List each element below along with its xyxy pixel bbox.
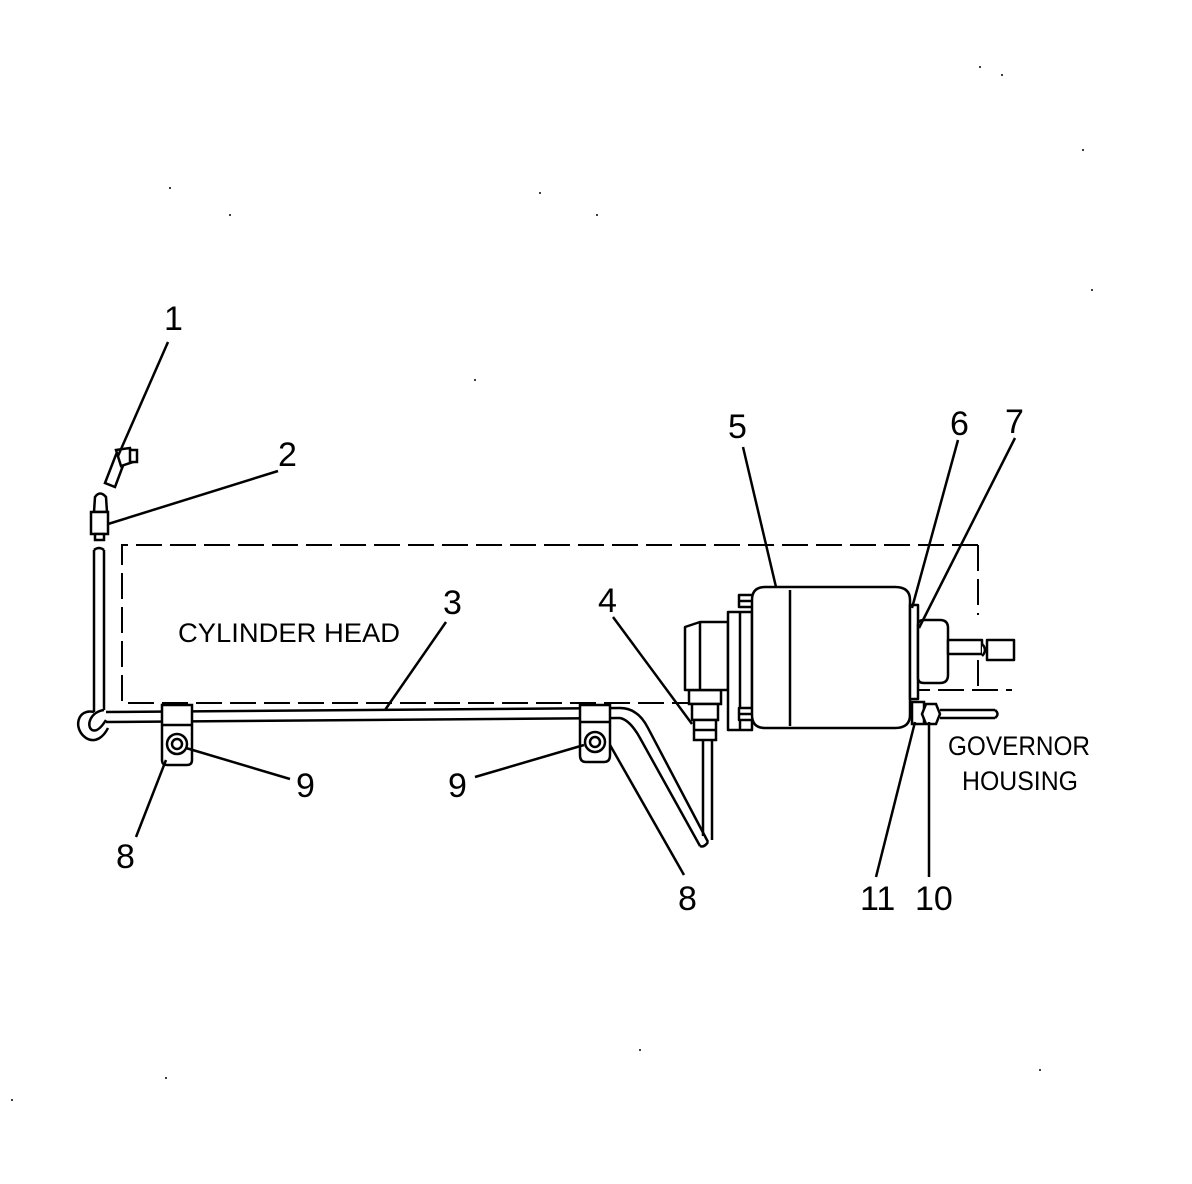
callout-1: 1	[164, 300, 183, 338]
leader-lines	[107, 341, 1017, 878]
callout-8a: 8	[116, 838, 135, 876]
leader-3	[383, 621, 448, 711]
leader-8a	[134, 759, 168, 838]
governor-housing-label-line2: HOUSING	[962, 766, 1078, 796]
callout-5: 5	[728, 408, 747, 446]
bolt-left	[165, 732, 189, 756]
callout-4: 4	[598, 582, 617, 620]
leader-7	[917, 437, 1017, 629]
solenoid-assembly	[683, 585, 1016, 732]
bolt-right	[583, 730, 607, 754]
callout-8b: 8	[678, 880, 697, 918]
tube-clip-right	[578, 703, 612, 764]
callout-10: 10	[915, 880, 953, 918]
callout-7: 7	[1005, 403, 1024, 441]
scan-specks	[11, 66, 1093, 1101]
callout-2: 2	[278, 436, 297, 474]
callout-3: 3	[443, 584, 462, 622]
leader-5	[741, 446, 778, 588]
leader-4	[611, 616, 694, 725]
leader-1	[116, 341, 170, 457]
leader-9a	[185, 746, 291, 781]
governor-fitting	[910, 700, 999, 726]
elbow-fitting	[103, 446, 139, 489]
callout-11: 11	[860, 880, 895, 918]
leader-6	[910, 439, 960, 609]
callout-6: 6	[950, 405, 969, 443]
leader-9b	[474, 743, 585, 779]
callout-9a: 9	[296, 767, 315, 805]
governor-housing-label-line1: GOVERNOR	[948, 731, 1090, 761]
leader-11	[874, 721, 917, 878]
leader-8b	[608, 744, 686, 876]
tube-nut	[89, 492, 110, 542]
callout-9b: 9	[448, 767, 467, 805]
leader-2	[107, 469, 279, 526]
cylinder-head-label: CYLINDER HEAD	[178, 618, 400, 648]
